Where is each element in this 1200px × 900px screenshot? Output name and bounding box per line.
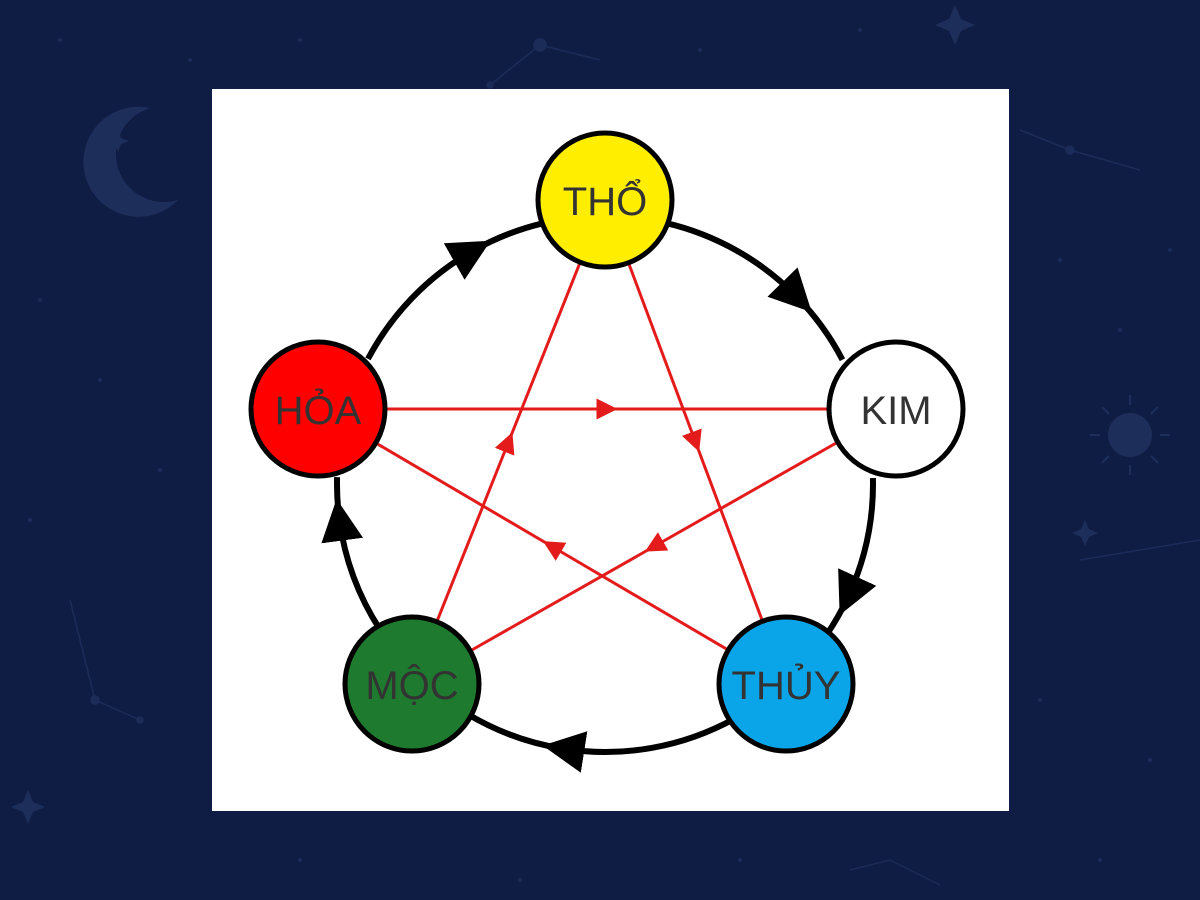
controlling-cycle-star xyxy=(371,257,842,655)
generating-arrow-moc-to-hoa xyxy=(321,477,383,631)
node-thuy-circle xyxy=(716,614,856,754)
controlling-arrow-kim-to-moc xyxy=(466,438,842,655)
node-moc: MỘC xyxy=(342,614,482,754)
controlling-arrow-thuy-to-hoa xyxy=(371,439,733,654)
generating-arrow-hoa-to-tho xyxy=(365,220,545,361)
node-tho: THỔ xyxy=(535,130,675,270)
sun-burst-icon xyxy=(1090,395,1170,475)
node-kim-circle xyxy=(826,339,966,479)
generating-arrow-thuy-to-moc xyxy=(466,711,737,773)
scattered-dots xyxy=(28,28,1172,882)
node-kim: KIM xyxy=(826,339,966,479)
generating-arrow-tho-to-kim xyxy=(665,220,846,362)
node-tho-label: THỔ xyxy=(563,177,647,224)
node-moc-label: MỘC xyxy=(365,663,458,708)
sparkle-star-icon xyxy=(11,5,1098,824)
controlling-arrow-tho-to-thuy xyxy=(625,258,766,626)
node-hoa: HỎA xyxy=(248,339,388,479)
node-tho-circle xyxy=(535,130,675,270)
node-hoa-circle xyxy=(248,339,388,479)
diagram-card: THỔ KIM THỦY MỘC HỎA xyxy=(212,89,1009,811)
node-moc-circle xyxy=(342,614,482,754)
node-thuy: THỦY xyxy=(716,614,856,754)
controlling-arrow-moc-to-tho xyxy=(433,257,584,627)
crescent-moon-icon xyxy=(83,106,178,217)
five-elements-diagram: THỔ KIM THỦY MỘC HỎA xyxy=(248,130,966,773)
node-thuy-label: THỦY xyxy=(732,662,841,708)
constellation-lines xyxy=(69,38,1200,886)
generating-arrow-kim-to-thuy xyxy=(822,477,877,639)
node-hoa-label: HỎA xyxy=(275,387,362,433)
node-kim-label: KIM xyxy=(860,389,931,433)
generating-cycle-ring xyxy=(321,220,877,773)
element-nodes: THỔ KIM THỦY MỘC HỎA xyxy=(248,130,966,754)
